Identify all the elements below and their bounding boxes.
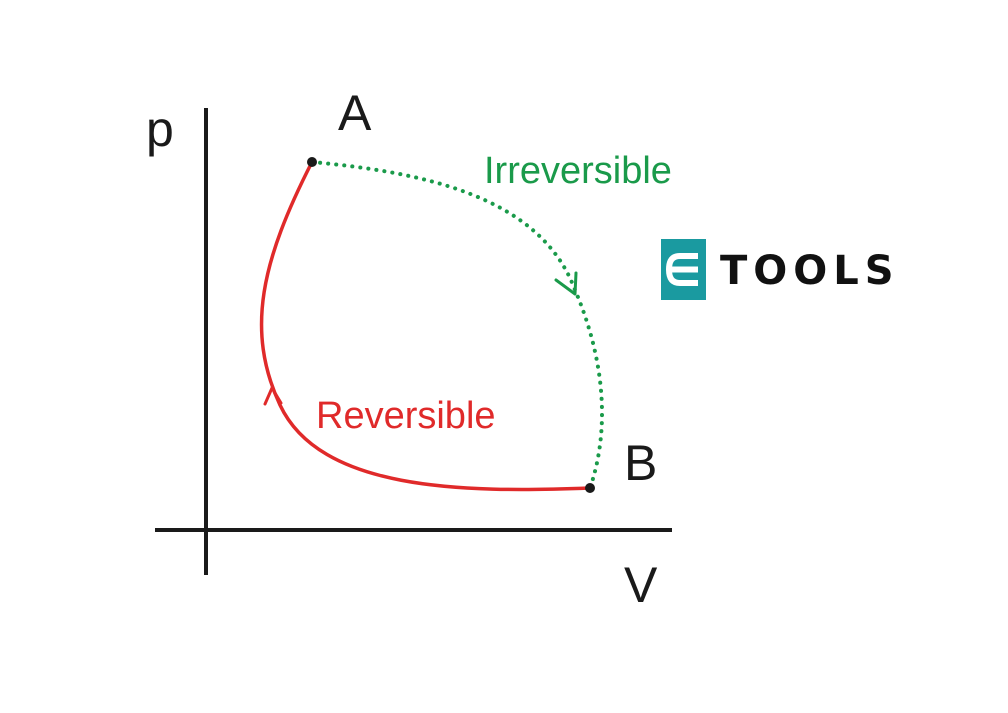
reversible-path: [259, 160, 592, 492]
point-b: [585, 483, 595, 493]
point-a: [307, 157, 317, 167]
irreversible-path: [310, 160, 604, 490]
logo-e-icon: [665, 253, 698, 286]
point-a-label: A: [338, 85, 372, 141]
v-axis-label: V: [624, 557, 658, 613]
irreversible-arrow-icon: [554, 271, 578, 296]
etools-logo: TOOLS: [661, 239, 900, 300]
logo-text: TOOLS: [720, 248, 900, 294]
point-b-label: B: [624, 435, 657, 491]
reversible-arrow-icon: [263, 386, 283, 406]
p-axis-label: p: [146, 101, 174, 157]
irreversible-label: Irreversible: [484, 150, 672, 192]
reversible-label: Reversible: [316, 395, 496, 437]
